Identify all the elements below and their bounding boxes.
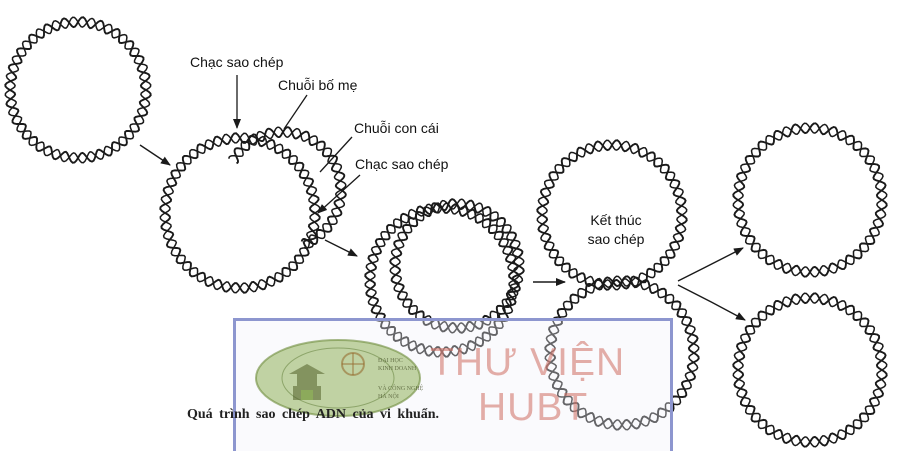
label-replication-fork-top: Chạc sao chép xyxy=(190,55,283,69)
arrow-step1 xyxy=(140,145,170,165)
arrow-split-down xyxy=(678,285,745,320)
circle-daughter-1-strand-1 xyxy=(733,123,886,276)
circle-fork-inner-strand-2 xyxy=(229,127,346,248)
label-replication-fork-bottom: Chạc sao chép xyxy=(355,157,448,171)
circle-daughter-2-strand-1 xyxy=(733,293,886,446)
logo-text-3: VÀ CÔNG NGHỆ xyxy=(378,384,423,392)
logo-text-2: KINH DOANH xyxy=(378,366,417,372)
library-logo: ĐẠI HỌC KINH DOANH VÀ CÔNG NGHỆ HÀ NỘI xyxy=(253,338,423,418)
watermark-title-line1: THƯ VIỆN xyxy=(430,343,625,382)
figure-caption: Quá trình sao chép ADN của vi khuẩn. xyxy=(187,407,439,423)
label-end-line2: sao chép xyxy=(578,230,654,249)
circle-daughter-1-strand-2 xyxy=(733,123,886,276)
circle-daughter-1 xyxy=(733,123,886,276)
circle-original-strand-2 xyxy=(5,17,150,162)
arrow-split-up xyxy=(678,248,743,281)
label-parent-strand: Chuỗi bố mẹ xyxy=(278,78,357,92)
globe-icon xyxy=(342,353,364,375)
logo-text-1: ĐẠI HỌC xyxy=(378,358,403,364)
circle-fork-outer xyxy=(160,133,319,292)
logo-text-4: HÀ NỘI xyxy=(378,392,399,400)
circle-daughter-2 xyxy=(733,293,886,446)
label-end-line1: Kết thúc xyxy=(578,211,654,230)
circle-original-strand-1 xyxy=(5,17,150,162)
arrow-step2 xyxy=(325,240,357,256)
label-end-replication: Kết thúc sao chép xyxy=(578,211,654,249)
pointer-parent-strand xyxy=(284,95,307,129)
circle-fork-inner xyxy=(229,127,346,248)
circle-original xyxy=(5,17,150,162)
circle-mid-front xyxy=(390,199,524,333)
circle-fork-outer-strand-1 xyxy=(160,133,319,292)
circle-daughter-2-strand-2 xyxy=(733,293,886,446)
label-daughter-strand: Chuỗi con cái xyxy=(354,121,439,135)
watermark-title-line2: HUBT xyxy=(478,388,588,427)
